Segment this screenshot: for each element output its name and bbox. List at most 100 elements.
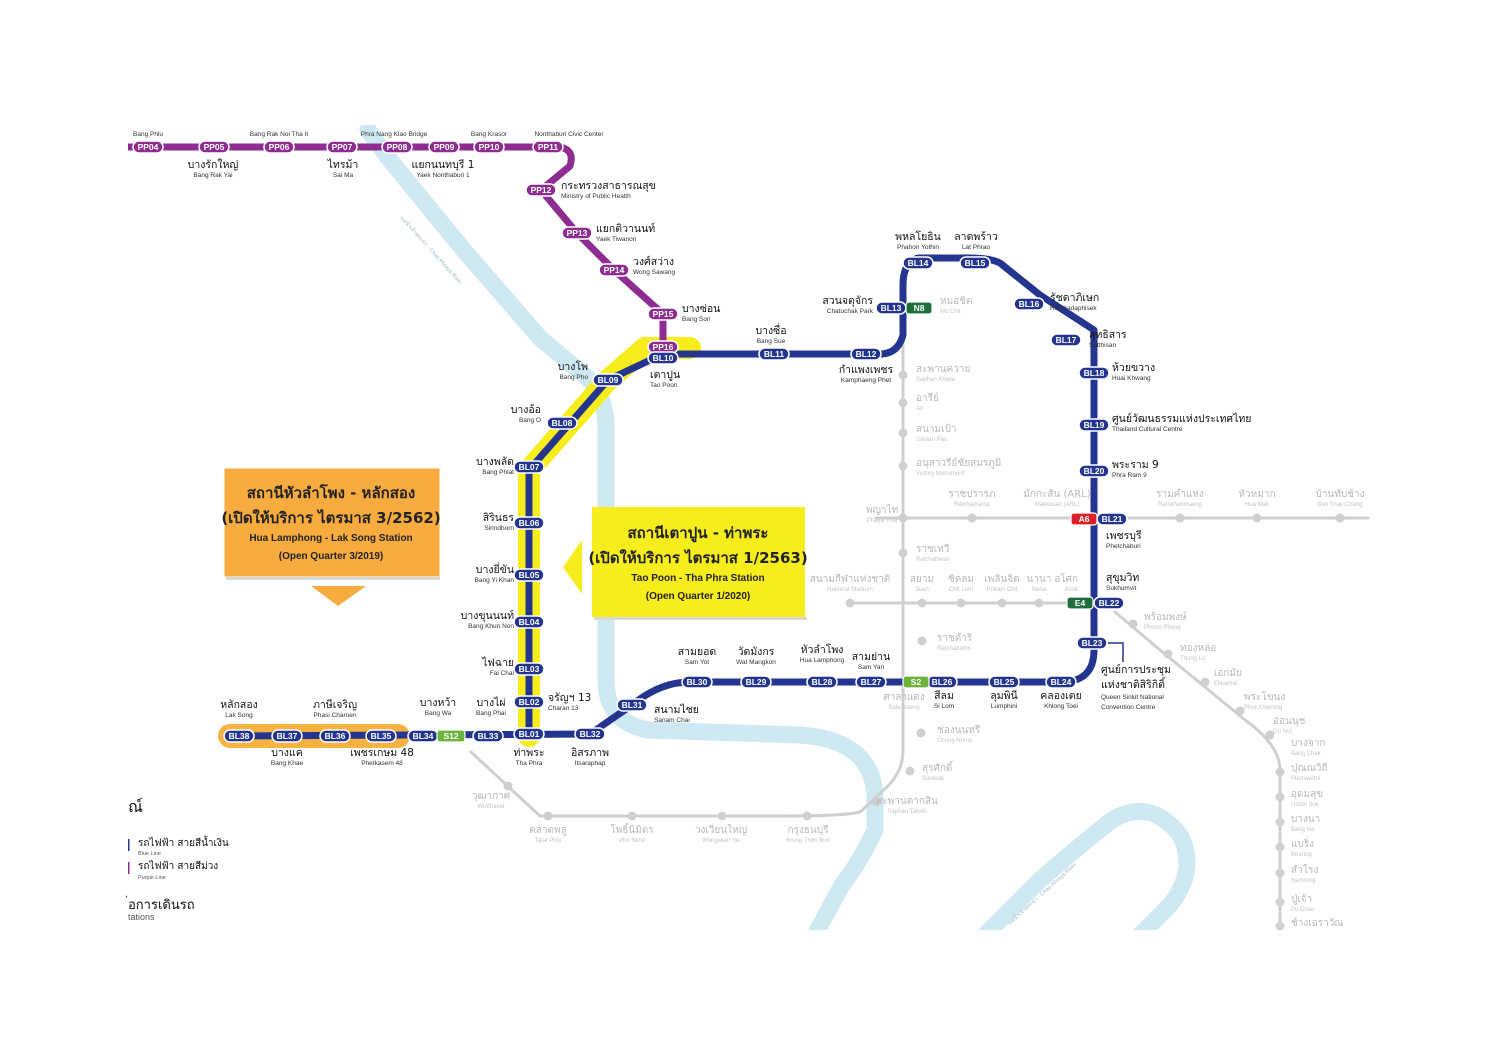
station-name-en: Phetkasem 48: [361, 760, 403, 767]
interchange-s2[interactable]: S2: [902, 675, 930, 689]
station-bl23[interactable]: BL23: [1076, 636, 1108, 650]
station-marker: [561, 226, 593, 240]
interchange-e4[interactable]: E4: [1066, 596, 1094, 610]
station-name-en: Yaek Tiwanon: [596, 236, 637, 243]
station-pp16[interactable]: PP16: [647, 340, 679, 354]
svg-text:สะพานตากสิน: สะพานตากสิน: [876, 796, 938, 807]
svg-text:อ่อนนุช: อ่อนนุช: [1273, 716, 1306, 727]
svg-text:Siam: Siam: [915, 587, 929, 593]
svg-text:อุดมสุข: อุดมสุข: [1291, 789, 1323, 800]
svg-text:Convention Centre: Convention Centre: [1101, 704, 1156, 711]
station-marker: [513, 460, 545, 474]
svg-text:Mo Chit: Mo Chit: [940, 309, 961, 315]
station-name-th: ไทรม้า: [327, 158, 359, 171]
station-name-en: Khlong Toei: [1044, 703, 1078, 710]
other-line-station-label: ช่องนนทรีChong Nonsi: [937, 724, 981, 744]
station-name-en: Sai Ma: [333, 172, 354, 179]
station-marker: [271, 729, 303, 743]
station-name-th: บางพลัด: [476, 456, 514, 468]
station-code: BL36: [325, 731, 346, 741]
station-name-en: Si Lom: [934, 703, 954, 710]
station-name-en: Sam Yan: [858, 664, 885, 671]
station-name-th: กระทรวงสาธารณสุข: [561, 180, 656, 192]
other-line-station-label: วงเวียนใหญ่Wongwian Yai: [695, 824, 747, 844]
interchange-a6[interactable]: A6: [1070, 512, 1098, 526]
station-code: BL21: [1102, 514, 1123, 524]
station-name-en: Kamphaeng Phet: [841, 377, 891, 384]
station-name-en: Itsaraphap: [575, 760, 606, 767]
other-line-station-label: ปุณณวิถีPunnawithi: [1291, 762, 1328, 782]
station-code: BL38: [229, 731, 250, 741]
station-name-th: ศูนย์วัฒนธรรมแห่งประเทศไทย: [1112, 412, 1251, 425]
station-name-th: สามย่าน: [852, 651, 890, 663]
station-name-en: Charan 13: [548, 705, 579, 712]
station-marker: [647, 351, 679, 365]
svg-text:Phrom Phong: Phrom Phong: [1144, 625, 1181, 631]
svg-text:กรุงธนบุรี: กรุงธนบุรี: [788, 824, 830, 836]
interchange-n8[interactable]: N8: [905, 301, 933, 315]
station-marker: [326, 140, 358, 154]
station-code: PP10: [479, 142, 500, 152]
station-name-th: อิสรภาพ: [571, 747, 609, 759]
station-name-th: หลักสอง: [220, 699, 258, 711]
other-line-station-label: สุรศักดิ์Surasak: [922, 760, 954, 782]
station-code: PP09: [434, 142, 455, 152]
interchange-s12[interactable]: S12: [436, 729, 466, 743]
svg-text:ช้างเอราวัณ: ช้างเอราวัณ: [1291, 917, 1344, 929]
